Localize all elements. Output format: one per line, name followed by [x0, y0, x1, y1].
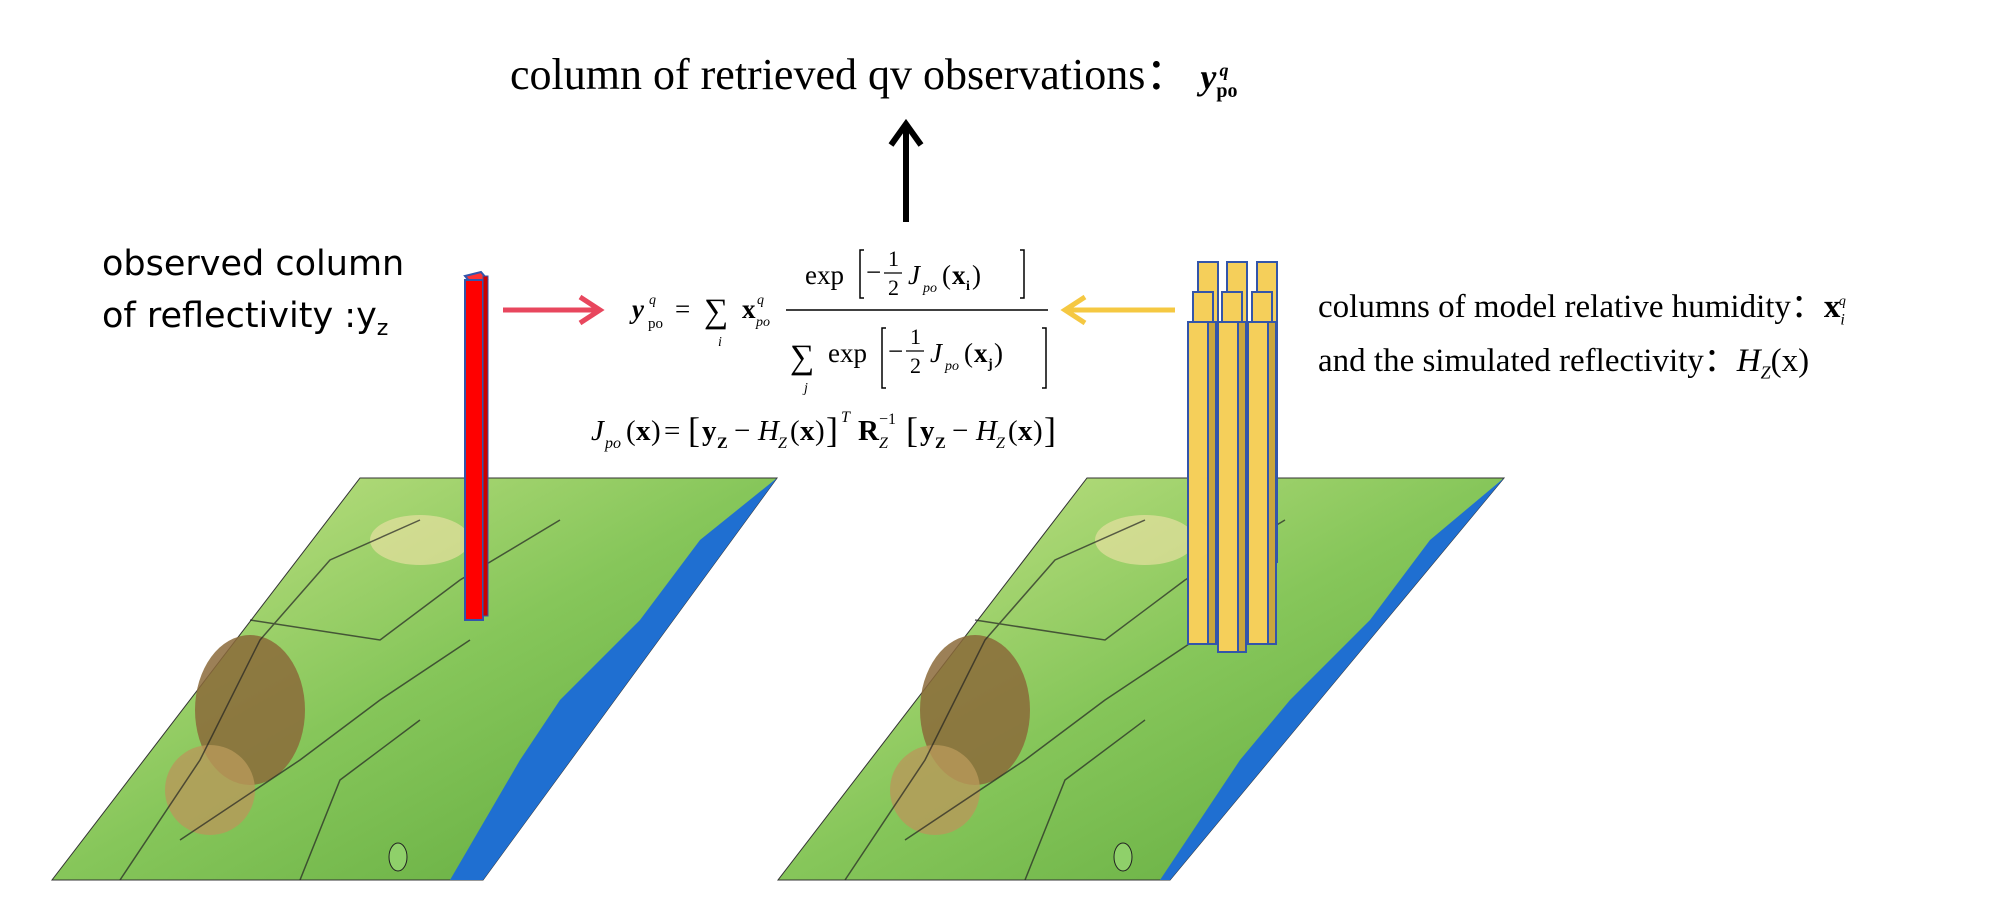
svg-text:H: H: [757, 415, 781, 447]
svg-text:−1: −1: [879, 411, 896, 428]
svg-text:x: x: [974, 338, 988, 368]
observed-reflectivity-column: [463, 270, 489, 621]
svg-text:po: po: [648, 316, 663, 332]
svg-text:y: y: [920, 415, 935, 447]
svg-text:exp: exp: [805, 260, 844, 290]
svg-text:x: x: [742, 294, 756, 324]
svg-text:x: x: [636, 415, 651, 447]
left-map: [50, 477, 778, 881]
svg-text:j: j: [987, 357, 993, 372]
black-up-arrow: [888, 118, 924, 222]
svg-text:q: q: [757, 293, 764, 308]
svg-text:i: i: [966, 279, 970, 294]
svg-text:J: J: [908, 260, 922, 290]
svg-text:): ): [651, 415, 661, 447]
svg-text:po: po: [922, 281, 937, 296]
svg-text:): ): [1033, 415, 1043, 447]
left-map-sea: [450, 478, 777, 880]
svg-text:Z: Z: [717, 435, 728, 452]
svg-text:∑: ∑: [790, 339, 814, 376]
model-columns-label: columns of model relative humidity：xiq a…: [1318, 282, 1846, 392]
svg-text:−: −: [866, 257, 881, 287]
svg-text:po: po: [604, 435, 621, 452]
svg-text:Z: Z: [996, 435, 1006, 452]
svg-text:): ): [815, 415, 825, 447]
top-title: column of retrieved qv observations： ypo…: [510, 38, 1238, 103]
svg-text:(: (: [1008, 415, 1018, 447]
svg-text:1: 1: [910, 324, 921, 349]
svg-text:−: −: [734, 415, 750, 447]
svg-text:Z: Z: [879, 435, 889, 452]
yellow-arrow: [1060, 294, 1175, 326]
svg-text:x: x: [1018, 415, 1033, 447]
svg-text:(: (: [790, 415, 800, 447]
observed-column-label: observed column of reflectivity :yz: [102, 238, 404, 355]
svg-text:]: ]: [1044, 410, 1056, 450]
svg-text:[: [: [906, 410, 918, 450]
red-arrow: [503, 294, 605, 326]
svg-text:): ): [972, 260, 981, 290]
svg-text:x: x: [800, 415, 815, 447]
svg-text:∑: ∑: [704, 293, 728, 330]
top-title-text: column of retrieved qv observations：: [510, 50, 1190, 99]
svg-text:R: R: [858, 415, 880, 447]
model-humidity-columns: [1187, 261, 1278, 653]
svg-text:Z: Z: [935, 435, 946, 452]
svg-text:(: (: [626, 415, 636, 447]
observed-column-label-line1: observed column: [102, 244, 405, 284]
svg-text:x: x: [952, 260, 966, 290]
svg-text:po: po: [944, 359, 959, 374]
svg-text:=: =: [664, 415, 680, 447]
svg-text:2: 2: [910, 353, 921, 378]
right-map: [776, 477, 1506, 881]
svg-text:q: q: [649, 293, 656, 308]
svg-text:−: −: [888, 336, 903, 366]
svg-text:T: T: [841, 409, 851, 426]
svg-text:): ): [994, 338, 1003, 368]
svg-text:(: (: [942, 260, 951, 290]
svg-text:y: y: [629, 294, 645, 324]
svg-text:exp: exp: [828, 338, 867, 368]
svg-text:(: (: [964, 338, 973, 368]
svg-text:2: 2: [888, 275, 899, 300]
model-columns-label-line1: columns of model relative humidity：xiq: [1318, 289, 1846, 329]
svg-text:]: ]: [826, 410, 838, 450]
svg-text:−: −: [952, 415, 968, 447]
svg-text:J: J: [930, 338, 944, 368]
right-map-sea: [1160, 478, 1504, 880]
svg-text:y: y: [702, 415, 717, 447]
svg-text:=: =: [675, 294, 690, 324]
svg-text:1: 1: [888, 246, 899, 271]
svg-text:Z: Z: [778, 435, 788, 452]
svg-text:J: J: [591, 415, 605, 447]
svg-text:[: [: [688, 410, 700, 450]
observed-column-label-line2: of reflectivity :yz: [102, 296, 389, 341]
svg-text:H: H: [975, 415, 999, 447]
weighted-sum-formula: y po q = ∑ i x po q exp − 1 2 J po ( x i…: [629, 246, 1048, 396]
svg-text:po: po: [755, 315, 770, 330]
svg-text:i: i: [718, 335, 722, 350]
svg-text:j: j: [802, 381, 808, 396]
top-title-symbol: ypoq: [1200, 57, 1238, 103]
model-columns-label-line2: and the simulated reflectivity：HZ(x): [1318, 342, 1810, 383]
